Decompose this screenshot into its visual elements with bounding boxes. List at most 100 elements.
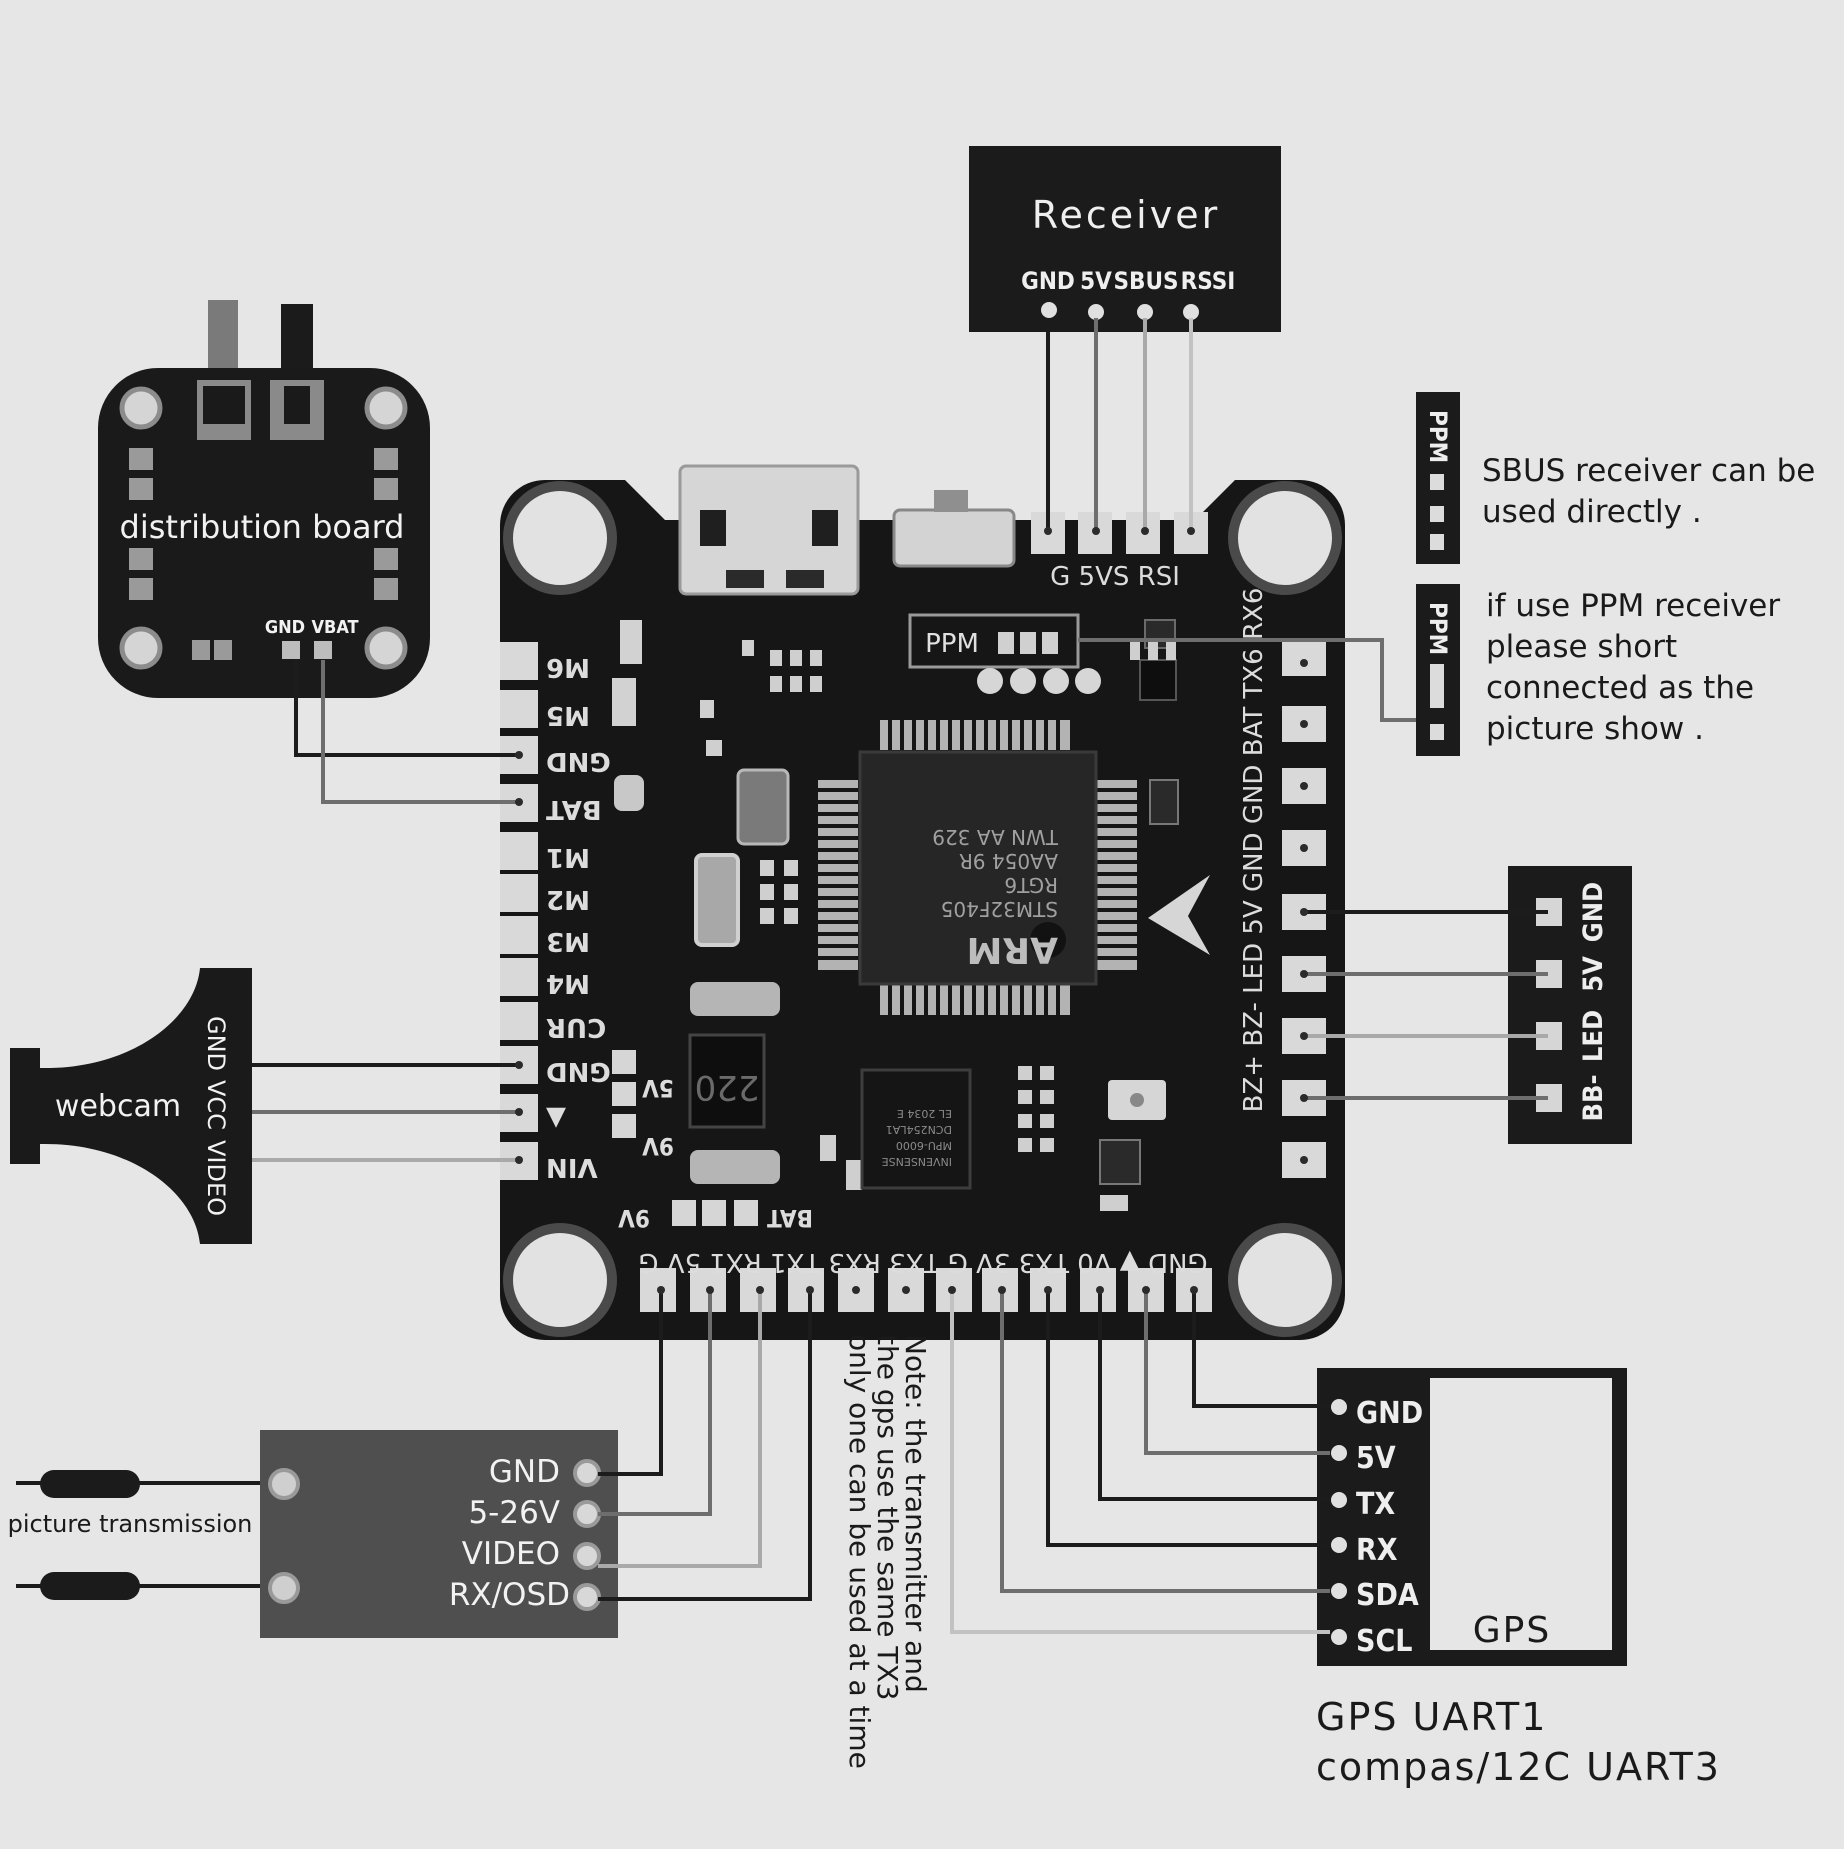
gyro-line: INVENSENSE — [882, 1155, 952, 1168]
wire-gps-tx — [1098, 1290, 1330, 1501]
ppm-note-line: please short — [1486, 629, 1677, 665]
note-line: only one can be used at a time — [843, 1334, 876, 1769]
fc-left-pin-label: M3 — [546, 926, 590, 956]
ppm-note-line: picture show . — [1486, 711, 1704, 747]
fc-left-pin-label: M1 — [546, 842, 590, 872]
inductor-label: 220 — [695, 1067, 760, 1107]
pad-wire-dots — [515, 527, 1308, 1294]
fc-right-pad-labels: BZ+ BZ- LED 5V GND GND BAT TX6 RX6 — [1239, 588, 1269, 1113]
receiver-pin-dot — [1183, 304, 1199, 320]
tx3-note: Note: the transmitter and the gps use th… — [843, 1334, 932, 1769]
wire-ppm-jumper — [1078, 638, 1416, 722]
receiver-module: Receiver GND 5V SBUS RSSI — [969, 146, 1281, 332]
flight-controller: G 5VS RSI PPM ARM — [500, 464, 1345, 1340]
wire-gps-gnd — [1192, 1290, 1330, 1408]
antenna — [40, 1470, 140, 1498]
fc-left-pin-label: ▲ — [546, 1104, 566, 1134]
fc-bottom-pad-labels: GND ▼ V0 TX3 3V G TX3 RX3 TX1 RX1 5V G — [638, 1247, 1207, 1277]
mount-hole — [364, 626, 408, 670]
vtx-label: picture transmission — [8, 1510, 253, 1538]
gps-pin-5v-label: 5V — [1356, 1441, 1396, 1476]
distribution-board-body — [98, 368, 430, 698]
gps-caption-line: compas/12C UART3 — [1316, 1745, 1721, 1789]
led-row — [977, 668, 1101, 694]
receiver-pin-dot — [1137, 304, 1153, 320]
gps-caption-line: GPS UART1 — [1316, 1695, 1547, 1739]
mount-hole — [119, 386, 163, 430]
ppm-note-line: connected as the — [1486, 670, 1754, 706]
led-pin-bb-label: BB- — [1578, 1074, 1609, 1121]
wire-gps-sda — [1000, 1290, 1330, 1593]
mcu-line: STM32F405 — [941, 897, 1058, 921]
distribution-board-label: distribution board — [120, 508, 405, 546]
vtx-power-pads: 9V BAT — [618, 1200, 813, 1232]
webcam-pin-vcc-label: VCC — [202, 1080, 230, 1130]
receiver-box — [969, 146, 1281, 332]
motor-pads — [129, 448, 398, 660]
wire-vtx-power — [598, 1290, 712, 1516]
fc-left-pin-label: BAT — [546, 794, 602, 824]
wires — [252, 318, 1548, 1634]
sbus-note-line: used directly . — [1482, 494, 1702, 530]
pad-bat-label: BAT — [767, 1204, 813, 1232]
sbus-jumper-tag-label: PPM — [1424, 410, 1452, 463]
direction-arrow — [1148, 875, 1210, 955]
distribution-board-gnd-pad — [282, 641, 300, 659]
boot-button — [892, 508, 1016, 568]
receiver-pin-dot — [1088, 304, 1104, 320]
wire-pdb-gnd — [294, 660, 520, 757]
mcu-line: TWN AA 329 — [932, 825, 1059, 849]
fc-left-pin-label: M4 — [546, 968, 590, 998]
receiver-pin-5v-label: 5V — [1080, 267, 1112, 295]
wire-gps-rx — [1046, 1290, 1330, 1547]
gps-antenna-area — [1430, 1378, 1612, 1650]
fc-left-pin-label: GND — [546, 746, 611, 776]
fc-mount-hole — [1228, 1223, 1342, 1337]
vtx-pin-video-label: VIDEO — [462, 1536, 560, 1572]
receiver-title: Receiver — [1032, 193, 1220, 237]
vtx-pin-rxosd-label: RX/OSD — [449, 1577, 570, 1613]
led-pin-led-label: LED — [1578, 1010, 1609, 1062]
wire-gps-5v — [1144, 1290, 1330, 1455]
gps-pin-scl-label: SCL — [1356, 1624, 1412, 1659]
receiver-pin-sbus-label: SBUS — [1113, 267, 1178, 295]
video-transmitter: picture transmission GND 5-26V VIDEO RX/… — [8, 1430, 618, 1638]
ppm-notes: PPM PPM SBUS receiver can be used direct… — [1416, 392, 1815, 756]
webcam-body — [10, 968, 252, 1244]
smd-components: 220 INVENSENSE MPU-6000 — [612, 619, 1210, 1211]
gyro-line: DCN254LA1 — [886, 1123, 952, 1136]
webcam: webcam GND VCC VIDEO — [10, 968, 252, 1244]
mcu-line: RGT6 — [1004, 873, 1058, 897]
fc-left-pin-label: VIN — [546, 1152, 598, 1182]
mount-hole — [119, 626, 163, 670]
webcam-pin-video-label: VIDEO — [202, 1140, 230, 1216]
wire-vtx-rx — [598, 1290, 812, 1601]
usb-port — [678, 464, 860, 596]
mcu-line: AA054 9R — [959, 849, 1058, 873]
fc-mount-hole — [503, 1223, 617, 1337]
distribution-board-vbat-pad — [314, 641, 332, 659]
voltage-jumper: 5V 9V — [612, 1050, 674, 1160]
wire-vtx-video — [598, 1290, 762, 1568]
receiver-pin-dot — [1041, 302, 1057, 318]
gyro-chip — [860, 1068, 972, 1190]
pad-9v-label: 9V — [618, 1204, 650, 1232]
ppm-jumper-label: PPM — [925, 629, 979, 659]
mcu-chip: ARM STM32F405 RGT6 AA054 9R TWN AA 329 — [818, 720, 1137, 1015]
fc-top-pad-labels: G 5VS RSI — [1050, 562, 1180, 592]
led-pin-gnd-label: GND — [1578, 882, 1609, 942]
gyro-line: EL 2034 E — [897, 1107, 952, 1120]
gps-pin-rx-label: RX — [1356, 1533, 1398, 1568]
gyro-line: MPU-6000 — [896, 1139, 952, 1152]
fc-left-pin-label: M5 — [546, 700, 590, 730]
ppm-note-line: if use PPM receiver — [1486, 588, 1780, 624]
distribution-board-pin-vbat-label: VBAT — [311, 617, 358, 638]
distribution-board-pin-gnd-label: GND — [265, 617, 305, 638]
sbus-note-line: SBUS receiver can be — [1482, 453, 1815, 489]
vtx-body — [260, 1430, 618, 1638]
note-line: Note: the transmitter and — [899, 1334, 932, 1693]
webcam-pin-gnd-label: GND — [202, 1016, 230, 1071]
note-line: the gps use the same TX3 — [871, 1334, 904, 1700]
distribution-board: distribution board GND VBAT — [98, 300, 430, 698]
